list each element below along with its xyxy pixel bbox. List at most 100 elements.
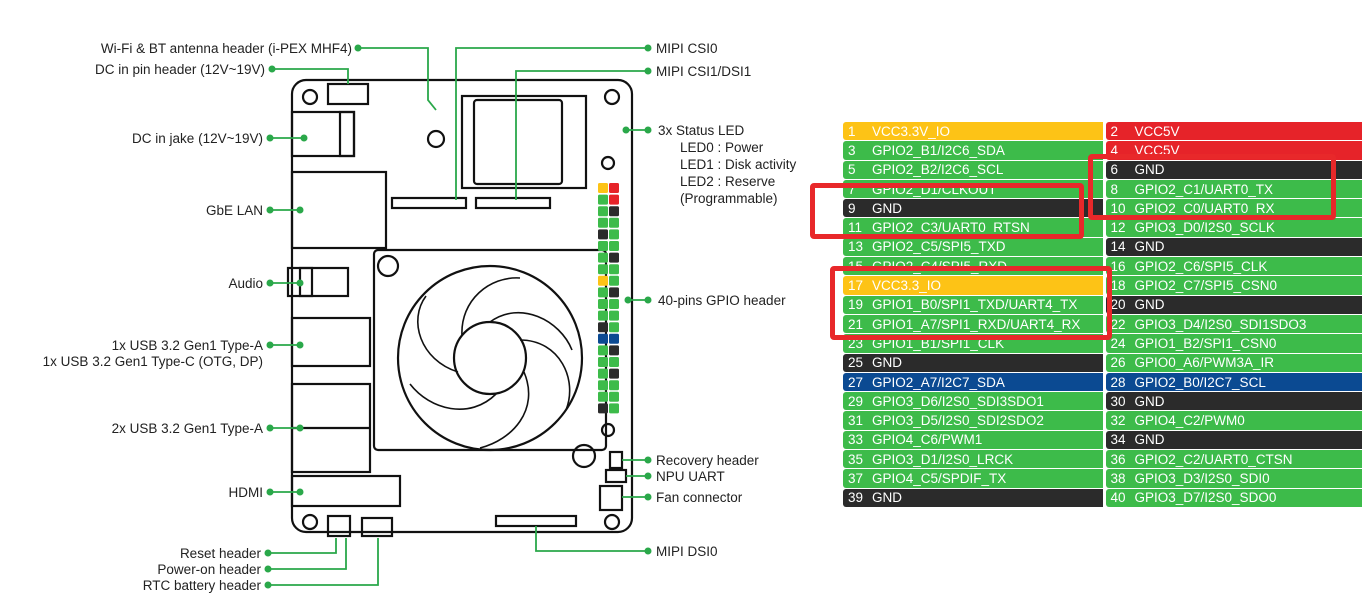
board-pin <box>598 345 608 356</box>
label-status-led: 3x Status LED <box>658 123 745 138</box>
pin-number: 35 <box>848 451 864 467</box>
board-pin <box>598 357 608 367</box>
pin-number: 11 <box>848 220 863 236</box>
pin-name: GND <box>872 490 902 506</box>
label-mipi-dsi0: MIPI DSI0 <box>656 544 718 559</box>
board-pin <box>598 252 608 263</box>
label-audio: Audio <box>228 276 263 291</box>
board-pin <box>598 310 608 321</box>
pin-name: GPIO2_B1/I2C6_SDA <box>872 142 1005 158</box>
pin-name: GPIO2_C2/UART0_CTSN <box>1134 451 1293 467</box>
pin-cell: 36 GPIO2_C2/UART0_CTSN <box>1105 450 1362 469</box>
pin-number: 1 <box>848 123 856 139</box>
pin-number: 27 <box>848 374 864 390</box>
pin-number: 17 <box>848 278 864 294</box>
board-pin <box>598 403 608 414</box>
pin-name: GPIO3_D0/I2S0_SCLK <box>1134 220 1275 236</box>
pin-number: 22 <box>1110 316 1126 332</box>
board-pin <box>609 229 619 240</box>
pin-name: GND <box>1134 393 1165 409</box>
pin-name: GPIO2_C1/UART0_TX <box>1134 181 1274 197</box>
pin-number: 4 <box>1110 142 1119 158</box>
label-npu-uart: NPU UART <box>656 469 725 484</box>
pin-number: 38 <box>1110 470 1126 486</box>
pin-name: GPIO3_D4/I2S0_SDI1SDO3 <box>1134 316 1307 332</box>
board-pin <box>598 229 608 240</box>
board-pin <box>598 194 608 205</box>
pin-number: 18 <box>1110 278 1126 294</box>
board-pin <box>609 357 619 367</box>
board-pin <box>609 322 619 333</box>
board-pin <box>609 333 619 344</box>
pin-number: 5 <box>848 162 856 178</box>
pin-name: GPIO4_C2/PWM0 <box>1134 413 1245 429</box>
pin-number: 24 <box>1110 335 1126 351</box>
leader-dots <box>264 44 652 589</box>
label-power-on-header: Power-on header <box>157 562 261 577</box>
pin-cell: 39 GND <box>843 488 1103 507</box>
pin-name: VCC5V <box>1134 123 1180 139</box>
label-dc-jack: DC in jake (12V~19V) <box>132 131 263 146</box>
board-pin <box>609 252 619 263</box>
pin-number: 39 <box>848 490 864 506</box>
pin-name: GPIO0_A6/PWM3A_IR <box>1134 355 1275 371</box>
label-led2-note: (Programmable) <box>680 191 778 206</box>
pin-number: 32 <box>1110 413 1126 429</box>
board-pin <box>609 206 619 217</box>
pin-number: 13 <box>848 239 864 255</box>
fan-blades <box>409 277 573 449</box>
board-gpio-header <box>598 183 619 414</box>
board-pin <box>598 217 608 228</box>
label-usb-a1: 1x USB 3.2 Gen1 Type-A <box>112 338 263 353</box>
board-pin <box>609 403 619 414</box>
board-pin <box>609 264 619 275</box>
pin-name: GND <box>1134 239 1165 255</box>
label-mipi-csi1: MIPI CSI1/DSI1 <box>656 64 751 79</box>
pin-number: 19 <box>848 297 864 313</box>
pin-number: 26 <box>1110 355 1126 371</box>
pin-name: GPIO2_C5/SPI5_TXD <box>872 239 1006 255</box>
pin-name: GND <box>872 355 902 371</box>
pin-number: 28 <box>1110 374 1126 390</box>
label-reset-header: Reset header <box>180 546 262 561</box>
board-pin <box>598 322 608 333</box>
pin-name: GPIO3_D5/I2S0_SDI2SDO2 <box>872 413 1044 429</box>
label-usb-a2: 2x USB 3.2 Gen1 Type-A <box>112 421 263 436</box>
board <box>286 78 634 538</box>
label-dc-pin-header: DC in pin header (12V~19V) <box>95 62 265 77</box>
label-gbe-lan: GbE LAN <box>206 203 263 218</box>
leader-lines <box>268 47 648 586</box>
pin-name: GPIO2_B2/I2C6_SCL <box>872 162 1004 178</box>
board-pin <box>609 217 619 228</box>
label-gpio-header: 40-pins GPIO header <box>658 293 786 308</box>
pin-number: 36 <box>1110 451 1126 467</box>
pin-name: GPIO3_D7/I2S0_SDO0 <box>1134 490 1277 506</box>
board-pin <box>598 241 608 251</box>
pin-number: 34 <box>1110 432 1126 448</box>
pin-cell: 32 GPIO4_C2/PWM0 <box>1105 411 1362 430</box>
board-pin <box>598 206 608 217</box>
pin-number: 29 <box>848 393 864 409</box>
board-pin <box>609 299 619 309</box>
